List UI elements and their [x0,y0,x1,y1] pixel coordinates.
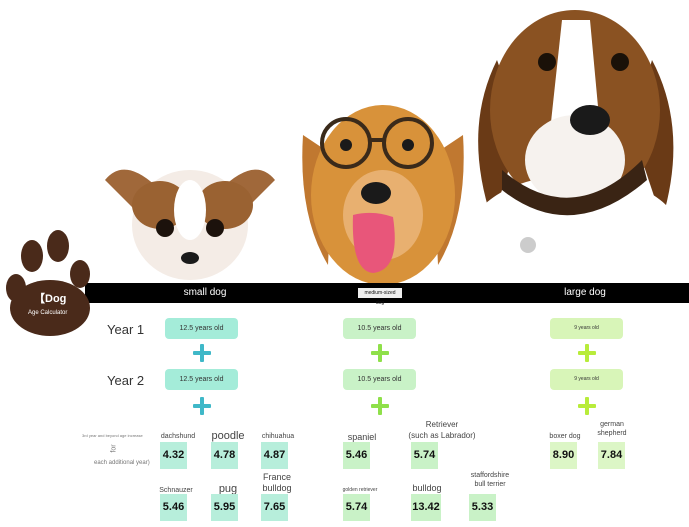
large-year1-value: 9 years old [550,318,623,339]
category-header-bar: small dog medium-sized dog large dog [85,283,689,306]
breed-name: pug [218,483,238,495]
small-plus-icon-2 [193,397,211,415]
breed-value: 7.65 [261,494,288,521]
large-year2-value: 9 years old [550,369,623,390]
breed-value: 5.95 [211,494,238,521]
medium-dog-heading: medium-sized dog [358,288,402,306]
breed-name: boxer dog [549,433,581,440]
small-dog-image [105,169,275,280]
breed-name: Schnauzer [159,487,193,494]
medium-year2-value: 10.5 years old [343,369,416,390]
breed-value: 13.42 [411,494,441,521]
note-line2: each additional year) [94,460,150,466]
breed-name: bulldog [412,483,442,493]
breed-value: 4.87 [261,442,288,469]
brand-subtitle: Age Calculator [28,310,68,316]
breed-value: 5.74 [411,442,438,469]
small-dog-heading: small dog [183,287,227,298]
breed-value: 5.46 [160,494,187,521]
breed-value: 7.84 [598,442,625,469]
large-plus-icon-2 [578,397,596,415]
large-plus-icon [578,344,596,362]
breed-name: France bulldog [262,472,292,493]
breed-value: 5.46 [343,442,370,469]
large-dog-heading: large dog [564,287,606,298]
breed-name: golden retriever [342,487,378,493]
breed-value: 5.33 [469,494,496,521]
note-line1: 3rd year and beyond age increase [82,433,143,438]
medium-year1-value: 10.5 years old [343,318,416,339]
breed-value: 8.90 [550,442,577,469]
breed-name: Retriever (such as Labrador) [408,420,476,440]
breed-name: chihuahua [261,433,295,440]
large-dog-image [470,10,680,285]
breed-name: german shepherd [597,421,627,437]
year1-label: Year 1 [107,322,145,337]
medium-plus-icon [371,344,389,362]
medium-plus-icon-2 [371,397,389,415]
medium-dog-image [302,105,464,285]
breed-name: spaniel [347,432,377,442]
breed-name: staffordshire bull terrier [470,472,510,488]
small-plus-icon [193,344,211,362]
breed-value: 5.74 [343,494,370,521]
small-year2-value: 12.5 years old [165,369,238,390]
brand-title: 【Dog [34,293,67,305]
small-year1-value: 12.5 years old [165,318,238,339]
breed-name: poodle [211,430,245,442]
year2-label: Year 2 [107,373,145,388]
breed-value: 4.32 [160,442,187,469]
note-for: for [110,444,118,453]
breed-name: dachshund [160,433,196,440]
breed-value: 4.78 [211,442,238,469]
paw-icon [6,230,90,336]
